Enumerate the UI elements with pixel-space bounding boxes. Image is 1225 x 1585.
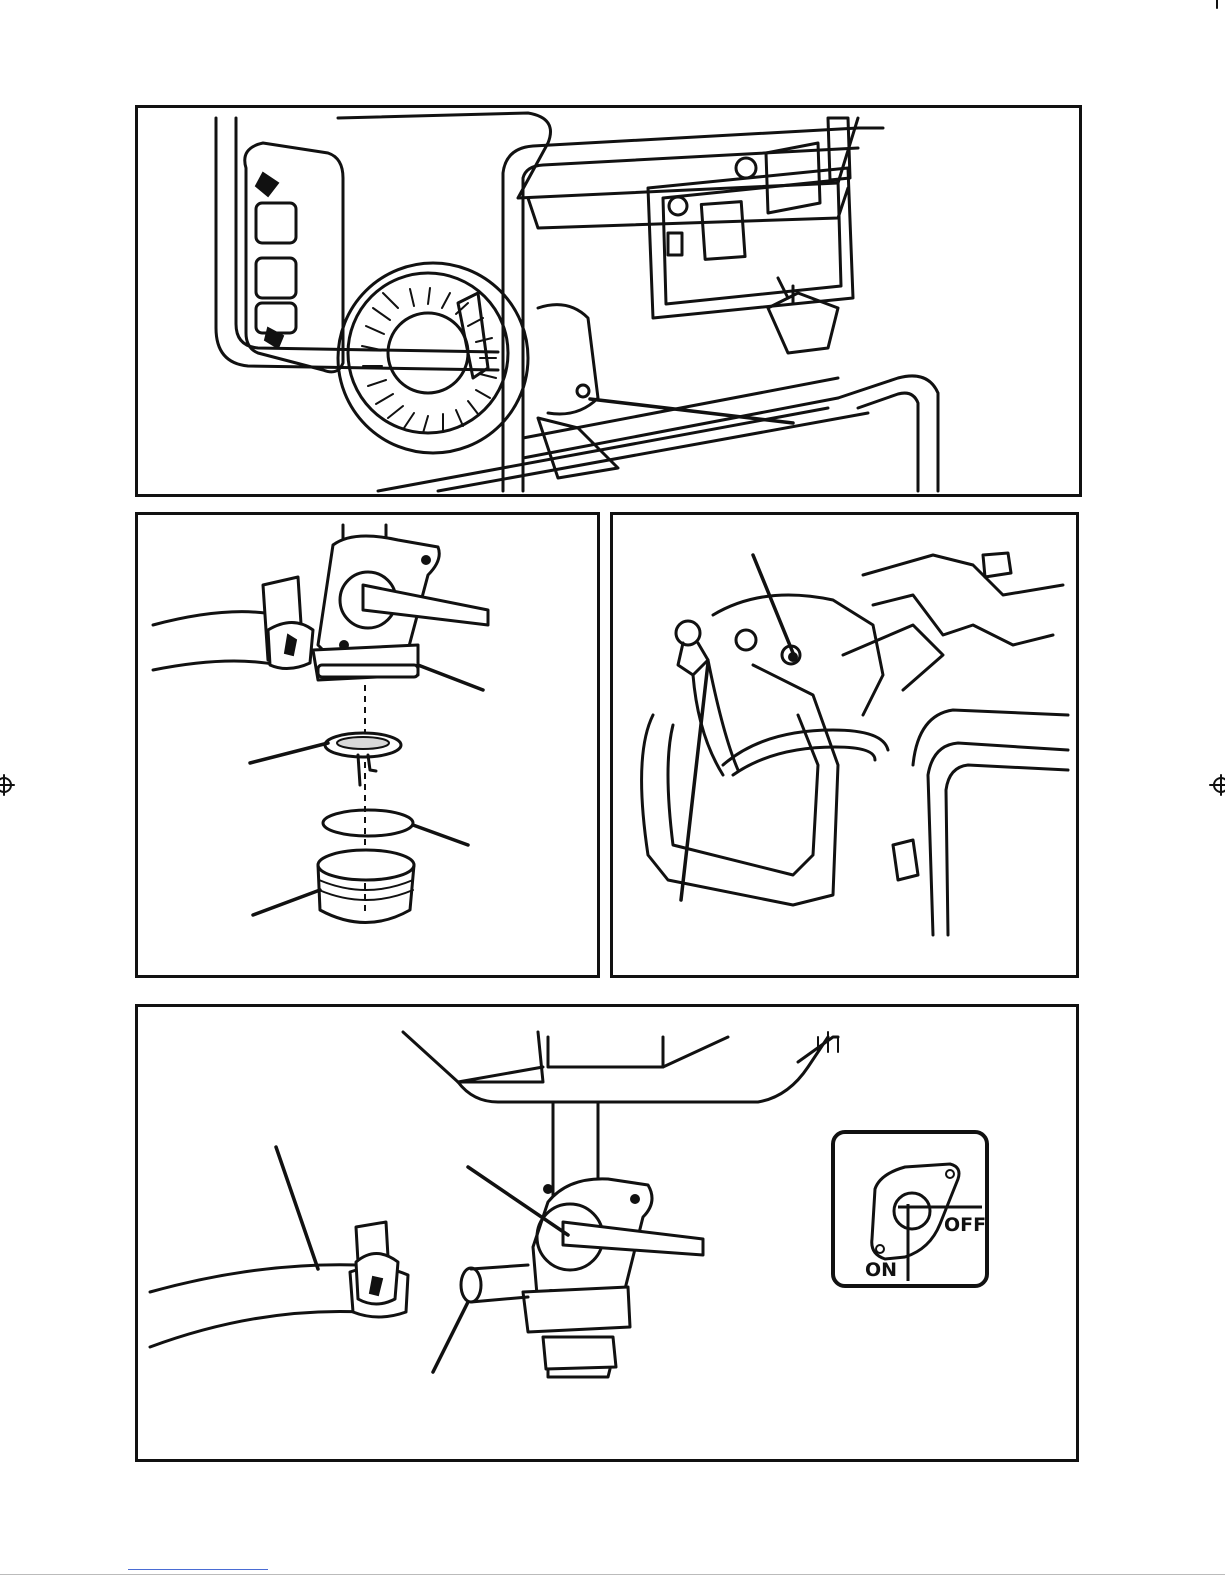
- leader-line: [418, 665, 483, 690]
- leader-line: [276, 1147, 318, 1269]
- leader-line: [433, 1302, 468, 1372]
- leader-line: [250, 743, 328, 763]
- figure-fuel-valve-hose: OFF ON: [135, 1004, 1079, 1462]
- starter-fins: [362, 288, 496, 433]
- footer-rule: [0, 1574, 1225, 1575]
- engine-close-up-illustration: [613, 515, 1076, 975]
- registration-mark-right: [1206, 770, 1225, 800]
- generator-illustration: [138, 108, 1079, 494]
- registration-mark-left: [0, 770, 16, 800]
- leader-line: [413, 825, 468, 845]
- figure-fuel-valve-exploded: [135, 512, 600, 978]
- footer-link-underline: [128, 1569, 268, 1570]
- figure-generator-overview: [135, 105, 1082, 497]
- fuel-valve-position-icon: OFF ON: [830, 1129, 990, 1289]
- figure-engine-close-up: [610, 512, 1079, 978]
- crop-mark-top-right: [1205, 0, 1225, 20]
- label-on: ON: [865, 1259, 897, 1281]
- label-off: OFF: [944, 1214, 986, 1236]
- leader-line: [753, 555, 793, 653]
- leader-line: [253, 890, 320, 915]
- fuel-valve-exploded-illustration: [138, 515, 597, 975]
